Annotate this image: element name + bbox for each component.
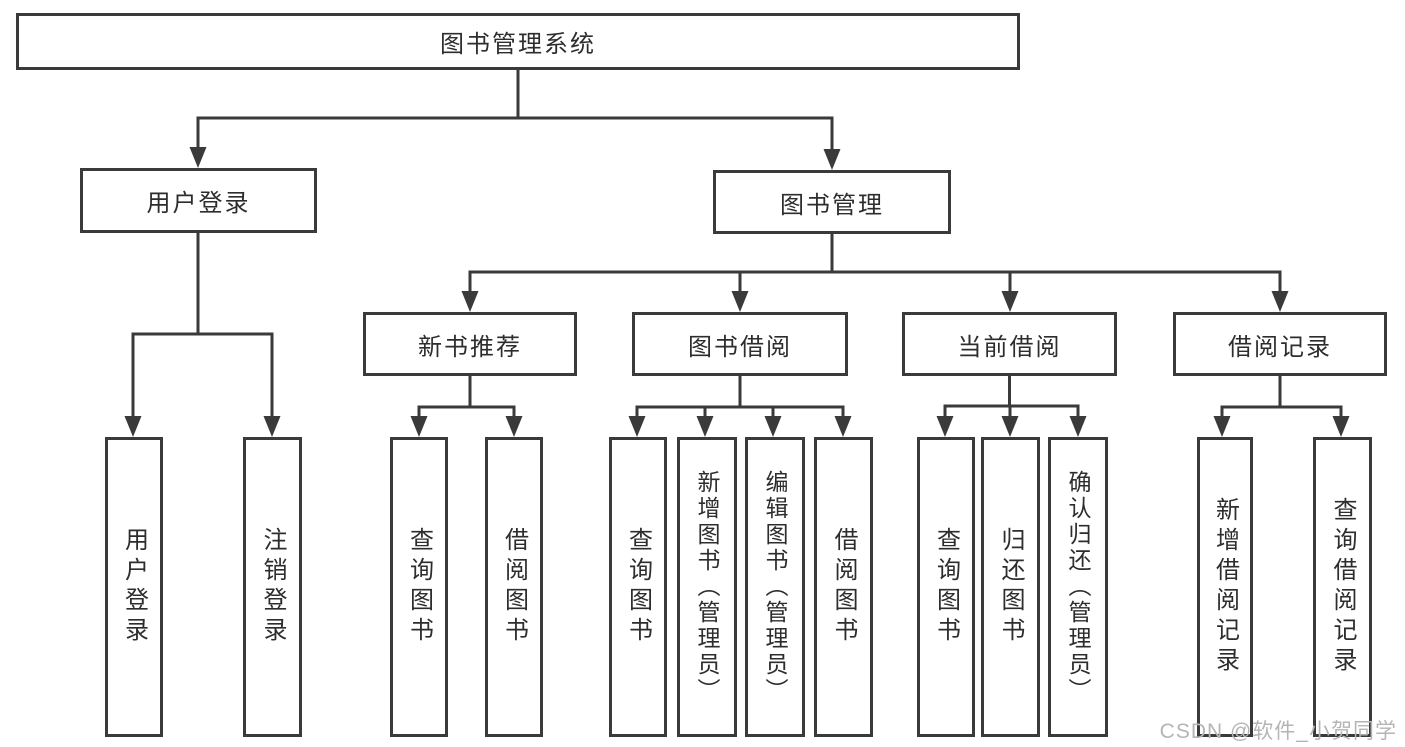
leaf-query-book-recommend-label: 查询图书 <box>405 527 433 647</box>
leaf-query-book-current: 查询图书 <box>917 437 975 737</box>
leaf-borrow-book-recommend: 借阅图书 <box>485 437 543 737</box>
connector-user-login-children <box>131 233 274 419</box>
connector-current-borrow-children <box>943 376 1080 419</box>
leaf-user-login: 用户登录 <box>105 437 163 737</box>
arrowheads <box>124 147 1350 437</box>
leaf-user-login-label: 用户登录 <box>120 527 148 647</box>
connector-root-to-level2 <box>196 70 834 152</box>
node-book-borrow: 图书借阅 <box>632 312 848 376</box>
leaf-confirm-return-admin: 确认归还（管理员） <box>1048 437 1108 737</box>
node-user-login: 用户登录 <box>80 168 317 233</box>
leaf-confirm-return-admin-label: 确认归还（管理员） <box>1065 470 1091 704</box>
node-borrow-records: 借阅记录 <box>1173 312 1387 376</box>
csdn-watermark: CSDN @软件_小贺同学 <box>1159 720 1397 743</box>
leaf-borrow-book: 借阅图书 <box>814 437 873 737</box>
connector-book-borrow-children <box>635 376 845 419</box>
leaf-add-book-admin: 新增图书（管理员） <box>677 437 737 737</box>
leaf-return-book: 归还图书 <box>981 437 1040 737</box>
leaf-edit-book-admin-label: 编辑图书（管理员） <box>762 470 788 704</box>
leaf-add-borrow-record: 新增借阅记录 <box>1197 437 1253 737</box>
node-book-management: 图书管理 <box>713 170 951 234</box>
node-library-management-system: 图书管理系统 <box>16 13 1020 70</box>
leaf-query-borrow-record-label: 查询借阅记录 <box>1329 497 1356 677</box>
leaf-edit-book-admin: 编辑图书（管理员） <box>745 437 805 737</box>
leaf-query-book-borrow: 查询图书 <box>609 437 667 737</box>
connector-new-book-children <box>417 376 516 419</box>
leaf-query-book-recommend: 查询图书 <box>390 437 448 737</box>
leaf-add-borrow-record-label: 新增借阅记录 <box>1211 497 1239 677</box>
leaf-query-book-borrow-label: 查询图书 <box>624 527 652 647</box>
leaf-borrow-book-recommend-label: 借阅图书 <box>500 527 528 647</box>
leaf-query-borrow-record: 查询借阅记录 <box>1313 437 1372 737</box>
connector-borrow-records-children <box>1220 376 1343 419</box>
leaf-add-book-admin-label: 新增图书（管理员） <box>694 470 720 704</box>
node-current-borrow: 当前借阅 <box>902 312 1117 376</box>
leaf-logout-label: 注销登录 <box>259 527 286 647</box>
node-new-book-recommend: 新书推荐 <box>363 312 577 376</box>
leaf-borrow-book-label: 借阅图书 <box>830 527 857 647</box>
leaf-query-book-current-label: 查询图书 <box>932 527 960 647</box>
leaf-return-book-label: 归还图书 <box>997 527 1024 647</box>
leaf-logout: 注销登录 <box>243 437 302 737</box>
connector-book-management-level3 <box>468 234 1282 294</box>
